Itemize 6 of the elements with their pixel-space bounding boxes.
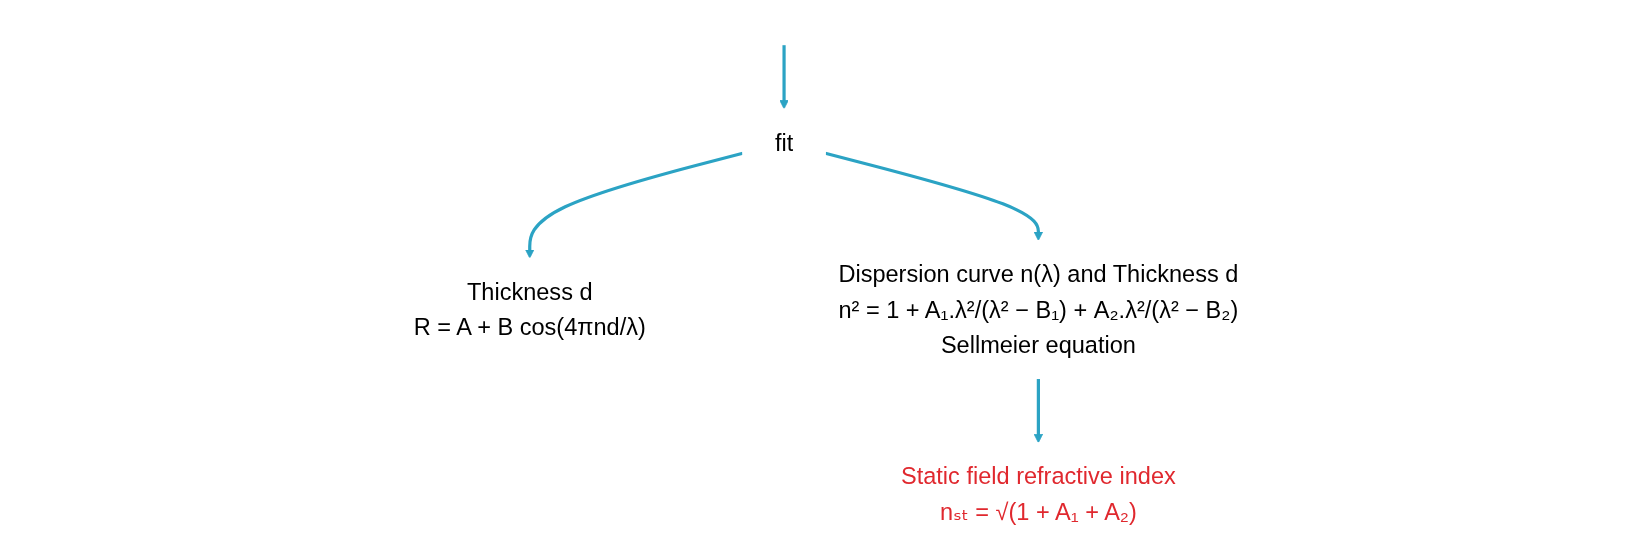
- node-text: Static field refractive index nₛₜ = √(1 + A₁ + A₂): [900, 462, 1176, 525]
- arrow: [779, 44, 789, 109]
- node-text: fit: [774, 128, 794, 156]
- arrow: [1033, 378, 1044, 443]
- node-text: Dispersion curve n(λ) and Thickness d n² = 1 + A₁.λ²/(λ² − B₁) + A₂.λ²/(λ² − B₂) Sellmeier equation: [838, 260, 1239, 358]
- node-text: Thickness d R = A + B cos(4πnd/λ): [413, 277, 646, 341]
